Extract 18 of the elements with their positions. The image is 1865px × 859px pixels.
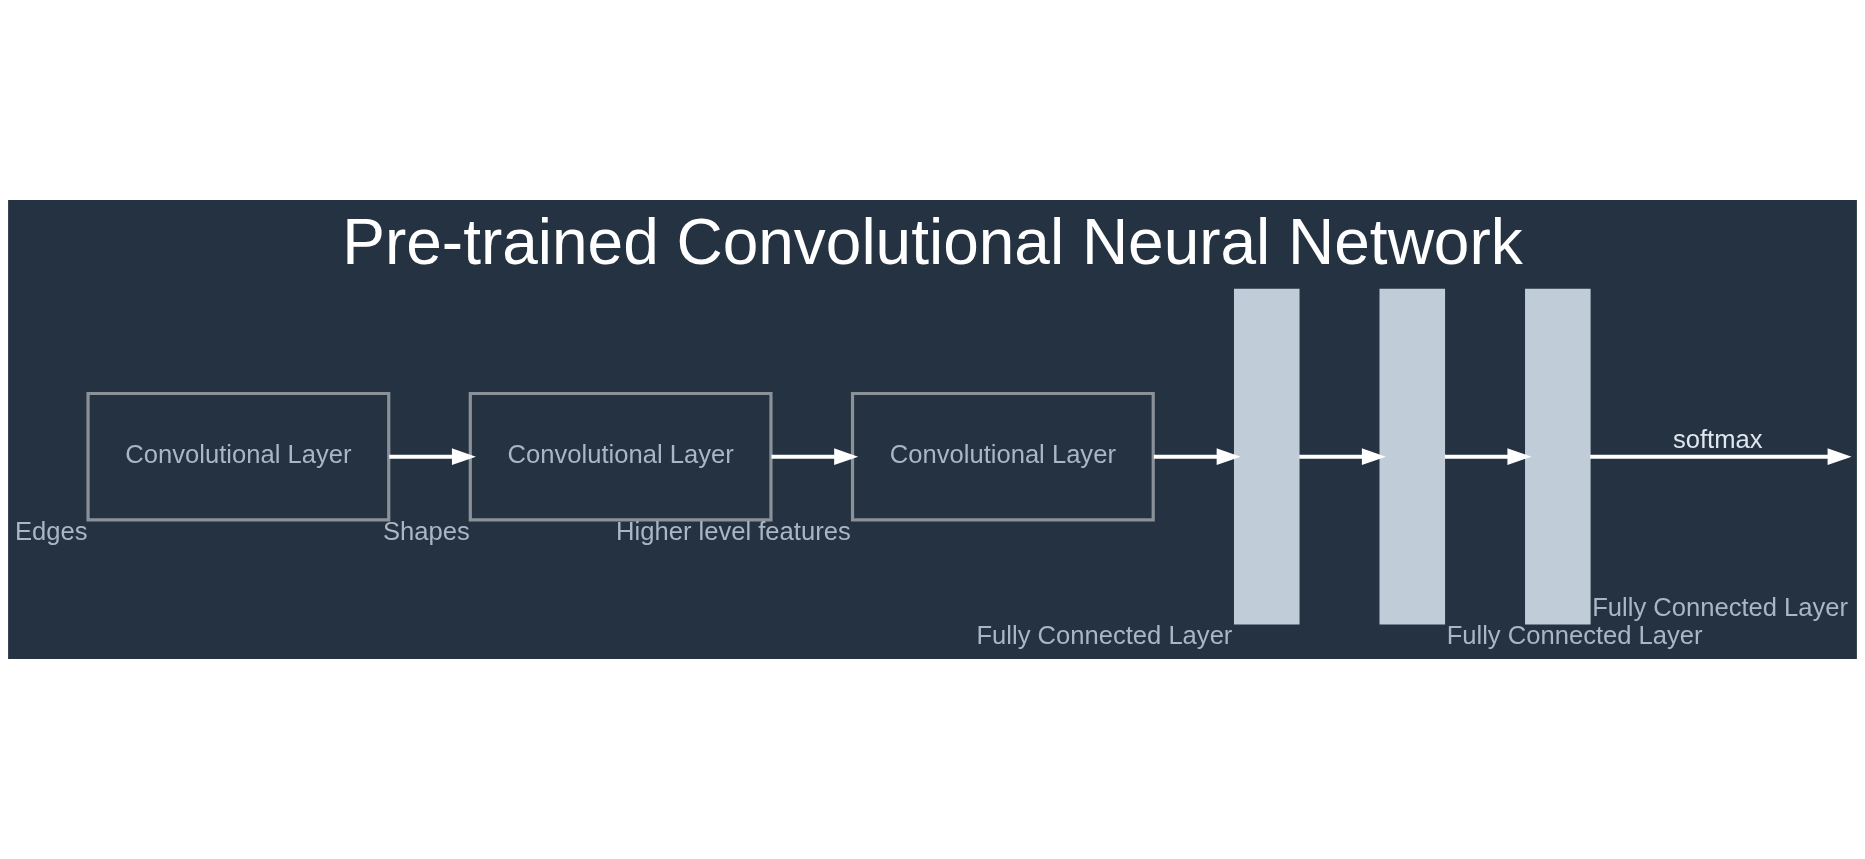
node-box: Convolutional Layer [86,391,391,522]
node-label: Edges [15,517,88,546]
node-label: Fully Connected Layer [1592,592,1849,621]
arrow [1153,448,1241,466]
arrow [1299,448,1386,466]
node-bar [1233,288,1300,625]
node-box: Convolutional Layer [468,391,773,522]
arrow [1444,448,1532,466]
node-bar [1379,288,1446,625]
node-box: Convolutional Layer [850,391,1155,522]
node-label: Fully Connected Layer [1446,621,1703,650]
arrow [1590,448,1852,466]
edge-label: softmax [1672,425,1763,454]
arrow [389,448,476,466]
node-bar [1525,288,1591,625]
diagram-title: Pre-trained Convolutional Neural Network [342,205,1523,278]
arrow [771,448,859,466]
node-label: Fully Connected Layer [976,621,1233,650]
